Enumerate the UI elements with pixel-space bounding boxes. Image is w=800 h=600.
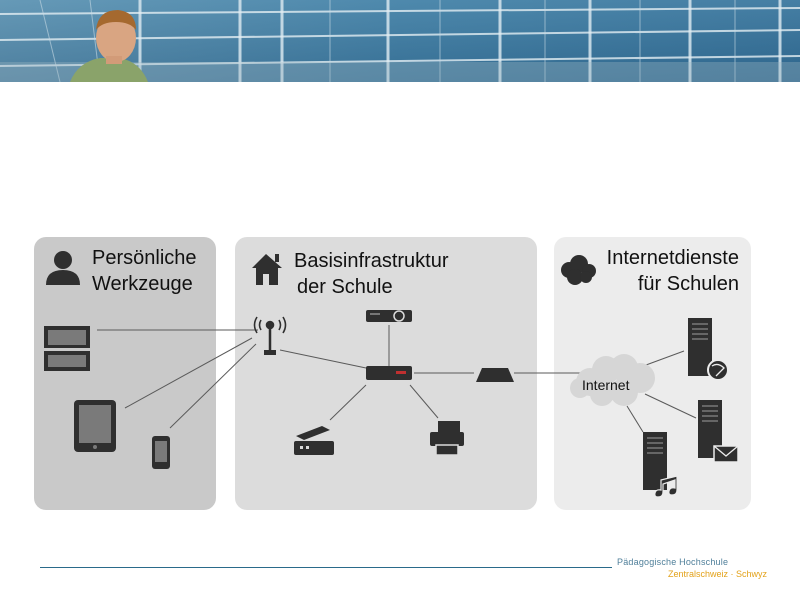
panel-basis-title-line1: Basisinfrastruktur — [294, 250, 449, 272]
panel-personal-title-line2: Werkzeuge — [92, 273, 193, 295]
laptop-icon — [44, 326, 90, 371]
connection-lines — [97, 325, 697, 433]
tablet-icon — [74, 400, 116, 452]
switch-icon — [366, 366, 412, 380]
internet-cloud-label: Internet — [582, 377, 630, 393]
link-tablet-wifi — [124, 337, 253, 409]
panel-personal-title-line1: Persönliche — [92, 247, 197, 269]
header-photo-banner — [0, 0, 800, 82]
building-facade-photo — [0, 0, 800, 82]
panel-internet-title-line1: Internetdienste — [606, 247, 739, 269]
scanner-icon — [294, 426, 334, 455]
mail-server-icon — [698, 400, 739, 463]
institution-logo: Pädagogische Hochschule Zentralschweiz ·… — [617, 557, 767, 583]
link-wifi-switch — [279, 349, 367, 369]
logo-line1: Pädagogische Hochschule — [617, 557, 729, 567]
person-photo — [70, 10, 148, 82]
footer-divider — [40, 567, 612, 568]
panel-personal-title: Persönliche Werkzeuge — [92, 245, 197, 297]
panel-basis-title: Basisinfrastruktur der Schule — [294, 248, 449, 300]
link-switch-printer — [409, 384, 439, 419]
link-internet-webserver — [645, 350, 685, 366]
panel-basis-title-line2: der Schule — [297, 276, 393, 298]
panel-internet-title-line2: für Schulen — [637, 273, 739, 295]
logo-line2: Zentralschweiz · Schwyz — [667, 569, 767, 579]
cloud-icon — [561, 255, 596, 285]
link-switch-scanner — [329, 384, 367, 421]
link-phone-wifi — [169, 343, 257, 429]
person-icon — [46, 251, 80, 285]
link-internet-mediaserver — [626, 405, 644, 433]
projector-icon — [366, 310, 412, 322]
panel-internet-title: Internetdienste für Schulen — [596, 245, 739, 297]
internet-cloud-icon — [570, 354, 655, 406]
link-internet-mailserver — [644, 393, 697, 419]
printer-icon — [430, 421, 464, 456]
smartphone-icon — [152, 436, 170, 469]
house-icon — [252, 254, 282, 285]
router-icon — [476, 368, 514, 382]
media-server-icon — [643, 432, 678, 498]
web-server-icon — [688, 318, 729, 381]
wifi-antenna-icon — [253, 316, 287, 355]
